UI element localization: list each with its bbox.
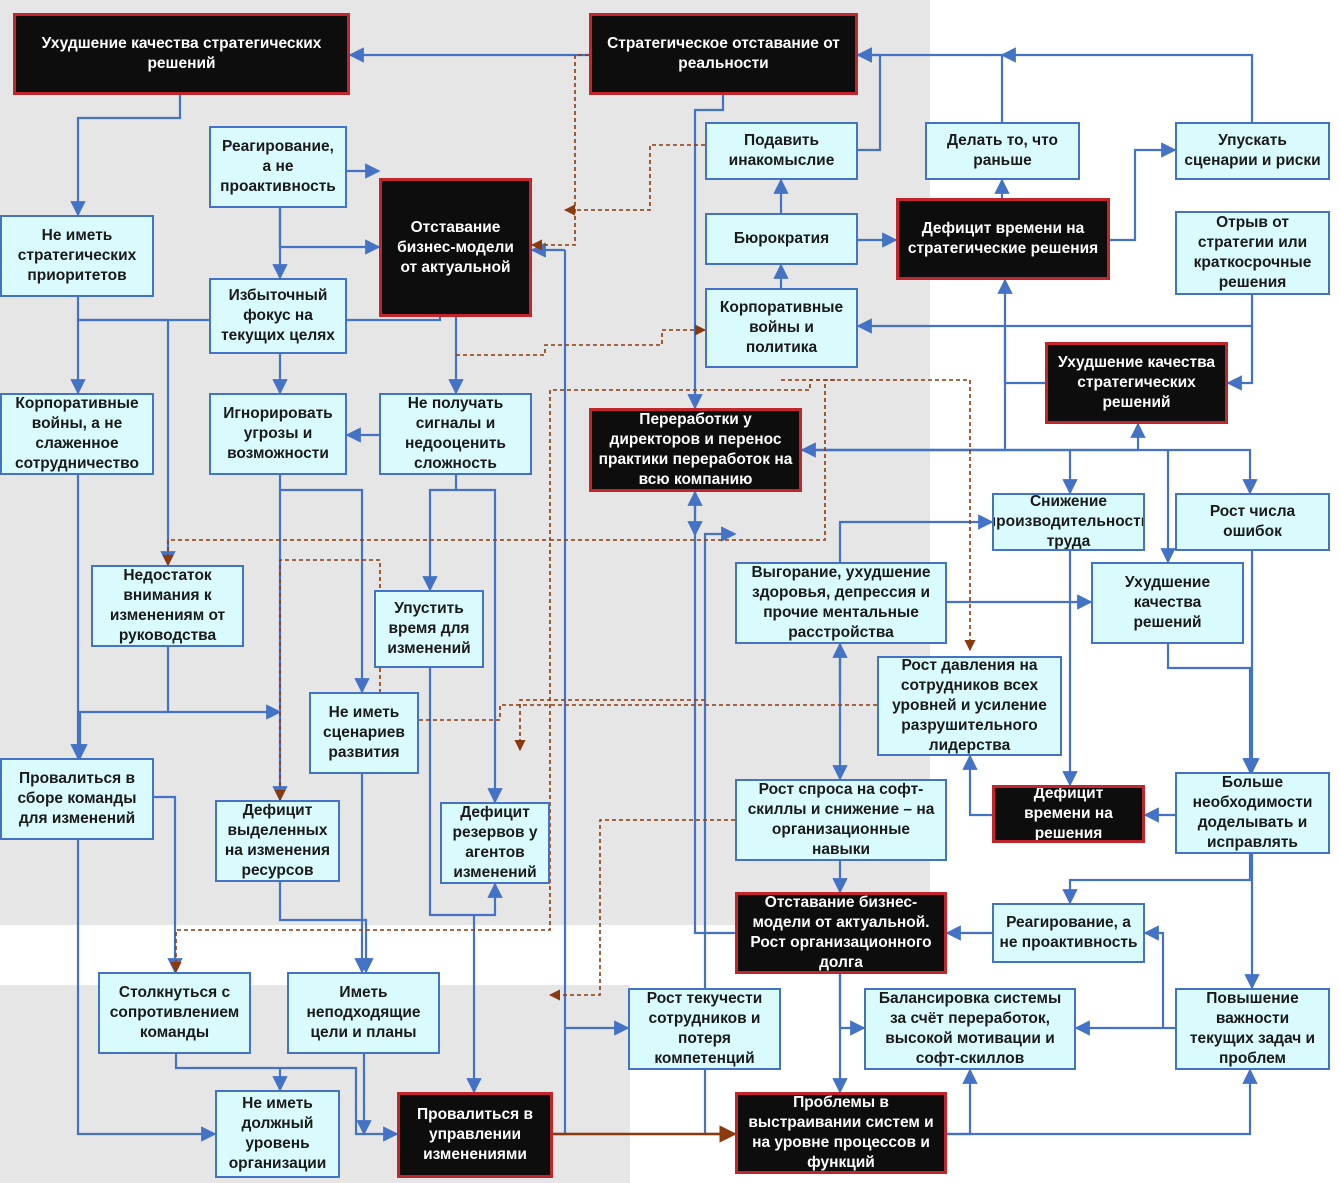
connector-13 xyxy=(422,475,458,592)
node-n12: Не иметь сценариев развития xyxy=(309,692,419,774)
node-n3: Реагирование, а не проактивность xyxy=(209,126,347,208)
dashed-connector-6 xyxy=(170,379,835,974)
connector-21 xyxy=(154,795,183,974)
connector-39 xyxy=(856,295,1254,334)
node-n15: Дефицит резервов у агентов изменений xyxy=(440,802,550,884)
node-n21: Бюрократия xyxy=(705,213,858,265)
node-n4: Отставание бизнес-модели от актуальной xyxy=(379,178,532,317)
node-n20: Подавить инакомыслие xyxy=(705,122,858,180)
connector-50 xyxy=(1166,644,1258,774)
connector-44 xyxy=(802,448,1258,495)
node-n7: Корпоративные войны, а не слаженное сотр… xyxy=(0,393,154,475)
node-n18: Не иметь должный уровень организации xyxy=(215,1090,340,1178)
connector-38 xyxy=(1000,47,1254,122)
node-n35: Дефицит времени на решения xyxy=(992,785,1145,843)
node-n30: Рост числа ошибок xyxy=(1175,493,1330,551)
connector-65 xyxy=(703,1070,737,1142)
connector-37 xyxy=(1110,142,1177,242)
node-n10: Недостаток внимания к изменениям от руко… xyxy=(91,565,244,647)
connector-14 xyxy=(456,488,503,804)
node-n22: Корпоративные войны и политика xyxy=(705,288,858,368)
dashed-connector-7 xyxy=(548,819,735,1001)
connector-23 xyxy=(76,840,217,1142)
connector-47 xyxy=(838,514,994,562)
dashed-connector-2 xyxy=(456,324,707,356)
connector-2 xyxy=(278,208,381,255)
node-n5: Не иметь стратегических приоритетов xyxy=(0,215,154,297)
connector-15 xyxy=(166,647,282,720)
node-n32: Ухудшение качества решений xyxy=(1091,562,1244,644)
node-n14: Дефицит выделенных на изменения ресурсов xyxy=(215,800,340,882)
node-n24: Дефицит времени на стратегические решени… xyxy=(896,198,1110,280)
node-n8: Игнорировать угрозы и возможности xyxy=(209,393,347,475)
connector-64 xyxy=(703,526,737,988)
connector-59 xyxy=(1143,925,1165,1028)
node-n2: Стратегическое отставание от реальности xyxy=(589,13,858,95)
node-n26: Отрыв от стратегии или краткосрочные реш… xyxy=(1175,211,1330,295)
dashed-connector-4 xyxy=(781,379,976,652)
connector-30 xyxy=(687,95,725,410)
node-n29: Снижение производительности труда xyxy=(992,493,1145,551)
node-n41: Повышение важности текущих задач и пробл… xyxy=(1175,988,1330,1070)
node-n6: Избыточный фокус на текущих целях xyxy=(209,278,347,354)
node-n33: Рост давления на сотрудников всех уровне… xyxy=(877,656,1062,756)
node-n1: Ухудшение качества стратегических решени… xyxy=(13,13,350,95)
node-n17: Иметь неподходящие цели и планы xyxy=(287,972,440,1054)
connector-12 xyxy=(280,488,370,694)
node-n11: Упустить время для изменений xyxy=(374,590,484,668)
connector-57 xyxy=(1062,854,1252,905)
node-n42: Проблемы в выстраивании систем и на уров… xyxy=(735,1092,947,1174)
connector-62 xyxy=(838,974,866,1036)
node-n31: Выгорание, ухудшение здоровья, депрессия… xyxy=(735,562,947,644)
connector-40 xyxy=(1226,326,1254,391)
node-n40: Балансировка системы за счёт переработок… xyxy=(864,988,1076,1070)
dashed-connector-0 xyxy=(530,54,589,251)
node-n19: Провалиться в управлении изменениями xyxy=(397,1092,553,1178)
connector-41 xyxy=(997,278,1045,385)
node-n25: Упускать сценарии и риски xyxy=(1175,122,1330,180)
dashed-connector-8 xyxy=(514,699,705,752)
node-n34: Рост спроса на софт-скиллы и снижение – … xyxy=(735,779,947,861)
node-n38: Реагирование, а не проактивность xyxy=(992,903,1145,963)
node-n23: Делать то, что раньше xyxy=(925,122,1080,180)
connector-22 xyxy=(278,882,374,974)
connector-31 xyxy=(856,47,882,152)
node-n13: Провалиться в сборе команды для изменени… xyxy=(0,758,154,840)
node-n27: Ухудшение качества стратегических решени… xyxy=(1045,342,1228,424)
connector-66 xyxy=(947,1068,978,1136)
node-n36: Больше необходимости доделывать и исправ… xyxy=(1175,772,1330,854)
node-n37: Отставание бизнес-модели от актуальной. … xyxy=(735,892,947,974)
connector-18 xyxy=(428,668,503,917)
dashed-connector-1 xyxy=(563,144,705,216)
connector-67 xyxy=(947,1068,1258,1136)
node-n16: Столкнуться с сопротивлением команды xyxy=(98,972,251,1054)
connector-55 xyxy=(962,754,992,817)
node-n39: Рост текучести сотрудников и потеря комп… xyxy=(628,988,781,1070)
node-n9: Не получать сигналы и недооценить сложно… xyxy=(379,393,532,475)
connector-16 xyxy=(72,710,168,760)
connector-70 xyxy=(687,490,735,935)
node-n28: Переработки у директоров и перенос практ… xyxy=(589,408,802,492)
connector-0 xyxy=(70,95,182,217)
